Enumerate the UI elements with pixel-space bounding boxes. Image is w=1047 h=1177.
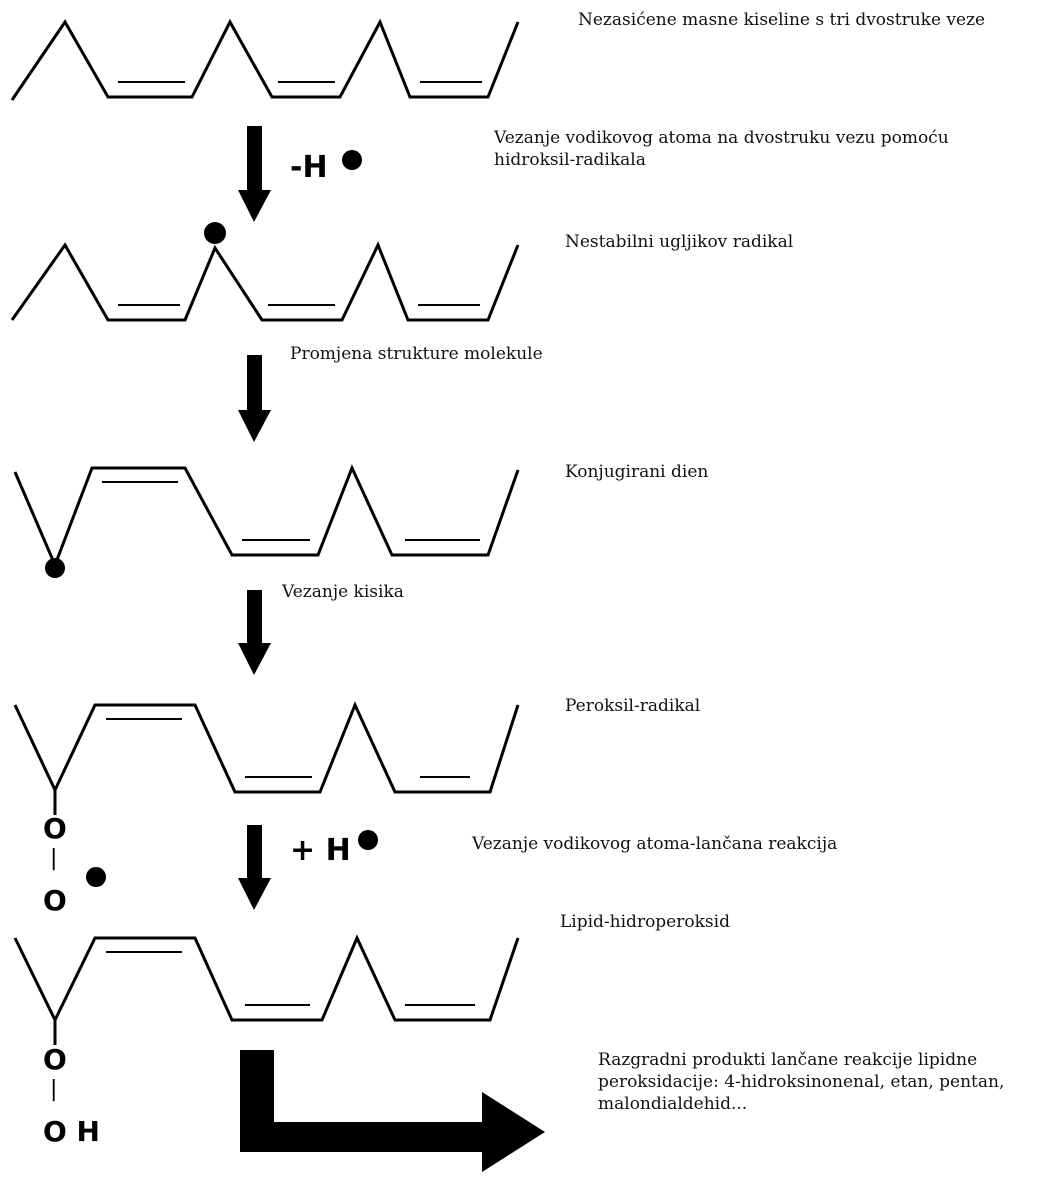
step-label-peroxyl-radical: Peroksil-radikal (565, 696, 701, 716)
step-label-fatty-acid: Nezasićene masne kiseline s tri dvostruk… (578, 10, 986, 30)
step-label-products-line1: Razgradni produkti lančane reakcije lipi… (598, 1050, 978, 1070)
bond-line: | (50, 1077, 58, 1102)
step-label-hydrogen-binding-line1: Vezanje vodikovog atoma na dvostruku vez… (494, 128, 949, 148)
step-label-carbon-radical: Nestabilni ugljikov radikal (565, 232, 794, 252)
step-label-chain-reaction: Vezanje vodikovog atoma-lančana reakcija (472, 834, 838, 854)
hydroxyl-group: O H (43, 1115, 100, 1148)
reagent-minus-h: -H (290, 150, 328, 185)
down-arrow-icon (238, 355, 271, 442)
molecule-lipid-hydroperoxide (13, 934, 520, 1045)
molecule-peroxyl-radical (13, 701, 520, 815)
step-label-oxygen-binding: Vezanje kisika (282, 582, 404, 602)
reagent-plus-h: + H (290, 833, 351, 868)
l-arrow-icon (240, 1050, 545, 1172)
down-arrow-icon (238, 590, 271, 675)
step-label-products-line2: peroksidacije: 4-hidroksinonenal, etan, … (598, 1072, 1005, 1092)
step-label-conjugated-diene: Konjugirani dien (565, 462, 709, 482)
down-arrow-icon (238, 825, 271, 910)
step-label-products-line3: malondialdehid... (598, 1094, 748, 1114)
step-label-structure-change: Promjena strukture molekule (290, 344, 543, 364)
radical-dot-diene (45, 558, 65, 578)
bond-line: | (50, 846, 58, 871)
molecule-carbon-radical (10, 241, 520, 322)
radical-dot-peroxyl (86, 867, 106, 887)
atom-oxygen: O (43, 812, 67, 845)
step-label-hydrogen-binding-line2: hidroksil-radikala (494, 150, 646, 170)
atom-oxygen: O (43, 1043, 67, 1076)
down-arrow-icon (238, 126, 271, 222)
atom-oxygen: O (43, 884, 67, 917)
radical-dot-hydroxyl (342, 150, 362, 170)
radical-dot-carbon (204, 222, 226, 244)
step-label-hydroperoxide: Lipid-hidroperoksid (560, 912, 730, 932)
radical-dot-hydrogen (358, 830, 378, 850)
molecule-fatty-acid (10, 18, 520, 101)
molecule-conjugated-diene (13, 464, 520, 569)
